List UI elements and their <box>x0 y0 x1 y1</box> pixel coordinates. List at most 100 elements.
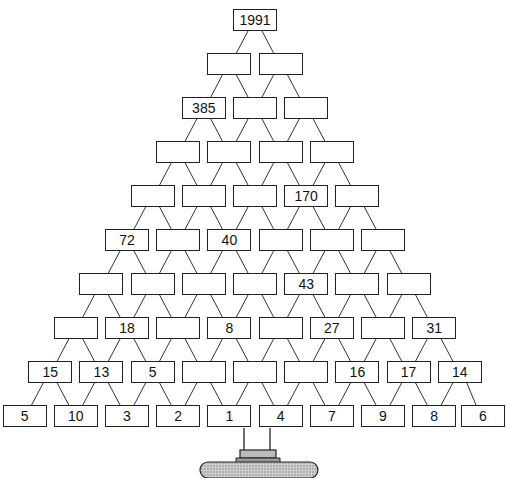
box-number: 7 <box>328 409 336 423</box>
tree-connector <box>364 207 376 229</box>
tree-connector <box>185 207 197 229</box>
tree-connector <box>390 383 402 405</box>
number-box <box>233 273 277 295</box>
tree-connector <box>185 383 197 405</box>
number-box: 5 <box>131 361 175 383</box>
tree-connector <box>236 207 248 229</box>
number-box: 18 <box>105 317 149 339</box>
tree-connector <box>390 339 402 361</box>
box-number: 385 <box>192 101 215 115</box>
tree-connector <box>211 295 223 317</box>
tree-connector <box>262 75 274 97</box>
tree-connector <box>313 119 325 141</box>
number-box: 72 <box>105 229 149 251</box>
number-box: 16 <box>335 361 379 383</box>
number-box <box>233 97 277 119</box>
tree-connector <box>288 383 300 405</box>
number-box <box>207 53 251 75</box>
box-number: 40 <box>222 233 238 247</box>
tree-connector <box>339 207 351 229</box>
tree-connector <box>160 383 172 405</box>
tree-connector <box>134 383 146 405</box>
tree-connector <box>211 383 223 405</box>
tree-connector <box>416 383 428 405</box>
number-box: 1 <box>207 405 251 427</box>
number-box <box>156 229 200 251</box>
number-box: 17 <box>387 361 431 383</box>
tree-connector <box>236 31 248 53</box>
tree-connector <box>134 339 146 361</box>
number-box: 2 <box>156 405 200 427</box>
box-number: 17 <box>401 365 417 379</box>
number-box: 3 <box>105 405 149 427</box>
tree-connector <box>134 251 146 273</box>
tree-connector <box>339 339 351 361</box>
number-box <box>259 53 303 75</box>
tree-connector <box>313 163 325 185</box>
number-box <box>156 141 200 163</box>
tree-connector <box>262 383 274 405</box>
tree-connector <box>160 339 172 361</box>
tree-connector <box>467 383 476 405</box>
number-box <box>207 141 251 163</box>
number-box <box>182 273 226 295</box>
number-box <box>310 141 354 163</box>
tree-connector <box>390 251 402 273</box>
tree-connector <box>313 295 325 317</box>
tree-connector <box>288 75 300 97</box>
box-number: 27 <box>324 321 340 335</box>
number-box: 8 <box>412 405 456 427</box>
number-box <box>387 273 431 295</box>
box-number: 72 <box>119 233 135 247</box>
number-box <box>335 273 379 295</box>
number-box: 9 <box>361 405 405 427</box>
tree-connector <box>108 383 120 405</box>
tree-connector <box>185 119 197 141</box>
box-number: 10 <box>68 409 84 423</box>
number-box <box>182 361 226 383</box>
tree-connector <box>185 295 197 317</box>
tree-connector <box>160 207 172 229</box>
tree-connector <box>108 251 120 273</box>
number-box <box>259 229 303 251</box>
box-number: 16 <box>350 365 366 379</box>
tree-connector <box>83 383 95 405</box>
tree-connector <box>288 119 300 141</box>
tree-connector <box>236 163 248 185</box>
tree-connector <box>262 119 274 141</box>
box-number: 43 <box>298 277 314 291</box>
number-box <box>79 273 123 295</box>
number-box: 10 <box>54 405 98 427</box>
number-box: 385 <box>182 97 226 119</box>
box-number: 1991 <box>239 13 270 27</box>
number-box <box>361 229 405 251</box>
number-box: 7 <box>310 405 354 427</box>
tree-connector <box>441 339 453 361</box>
tree-connector <box>339 295 351 317</box>
number-box <box>259 317 303 339</box>
tree-connector <box>364 251 376 273</box>
number-box: 31 <box>412 317 456 339</box>
box-number: 14 <box>452 365 468 379</box>
box-number: 2 <box>174 409 182 423</box>
number-box: 1991 <box>233 9 277 31</box>
number-box <box>131 273 175 295</box>
tree-connector <box>211 207 223 229</box>
number-box <box>54 317 98 339</box>
number-box <box>156 317 200 339</box>
box-number: 8 <box>430 409 438 423</box>
number-box: 27 <box>310 317 354 339</box>
tree-connector <box>364 383 376 405</box>
tree-connector <box>313 339 325 361</box>
tree-connector <box>236 251 248 273</box>
number-box <box>335 185 379 207</box>
number-box: 6 <box>461 405 505 427</box>
tree-connector <box>134 295 146 317</box>
number-box: 15 <box>28 361 72 383</box>
tree-connector <box>288 339 300 361</box>
box-number: 9 <box>379 409 387 423</box>
tree-connector <box>288 295 300 317</box>
box-number: 5 <box>21 409 29 423</box>
tree-connector <box>339 383 351 405</box>
number-box <box>233 185 277 207</box>
